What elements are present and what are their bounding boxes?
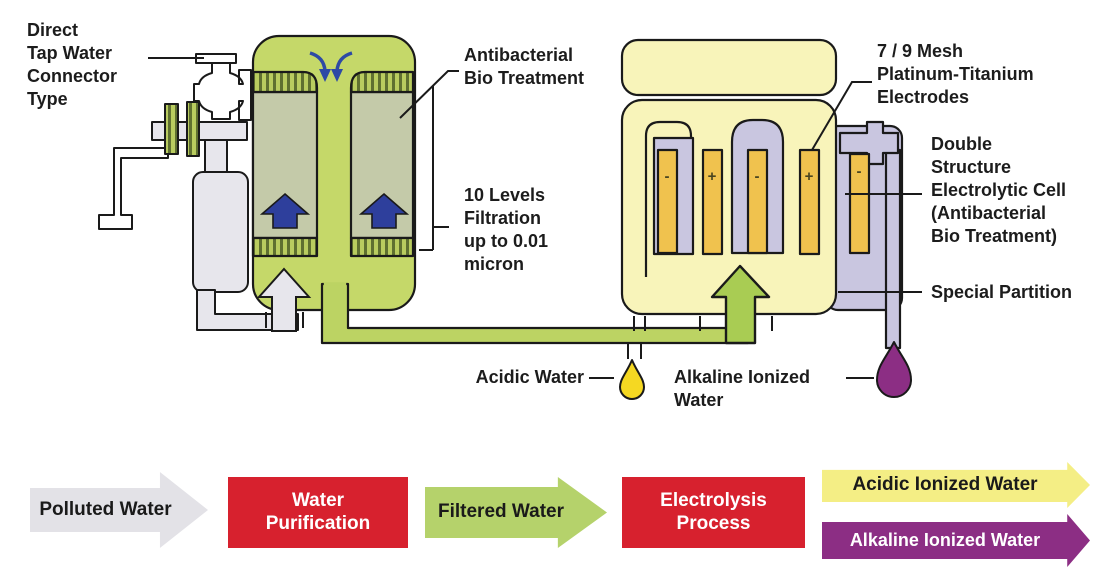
flow-step-water-purification: Water Purification	[228, 477, 408, 548]
connector-pipe	[204, 139, 228, 175]
bio-treatment-label: Antibacterial Bio Treatment	[464, 45, 585, 88]
alkaline-drop-icon	[876, 341, 912, 398]
pre-filter-tank	[192, 171, 249, 293]
leader-bio-treatment	[399, 70, 459, 119]
tap-connector-label: Direct Tap Water Connector Type	[27, 20, 117, 109]
flow-step-acidic-ionized: Acidic Ionized Water	[822, 462, 1090, 508]
filter-band-top-left	[251, 70, 319, 94]
ionizer-illustration: - + - + -	[98, 34, 922, 400]
inflow-curve-arrow-icon	[309, 51, 327, 72]
flow-step-electrolysis: Electrolysis Process	[622, 477, 805, 548]
acidic-water-label: Acidic Water	[475, 367, 584, 387]
filtration-label: 10 Levels Filtration up to 0.01 micron	[464, 185, 549, 274]
filtered-inlet-arrow	[256, 267, 312, 332]
electrode-bar	[701, 148, 724, 256]
flow-step-filtered-water: Filtered Water	[425, 477, 607, 548]
faucet-icon	[193, 62, 252, 121]
special-partition-label: Special Partition	[931, 282, 1073, 302]
cell-bottom-ticks	[633, 316, 773, 331]
alkaline-water-label: Alkaline Ionized Water	[674, 367, 811, 410]
filter-tank-group	[251, 34, 750, 345]
flow-step-label: Water Purification	[265, 490, 371, 534]
alkaline-outlet-pipe	[884, 148, 902, 350]
flow-step-alkaline-ionized: Alkaline Ionized Water	[822, 514, 1090, 567]
flow-step-label: Polluted Water	[39, 498, 172, 520]
inflow-curve-arrowhead	[331, 69, 343, 82]
electrode-sign: +	[805, 168, 814, 185]
electrolytic-cell-label: Double Structure Electrolytic Cell (Anti…	[931, 134, 1067, 246]
electrolytic-cell-group	[619, 38, 912, 400]
electrode-sign: -	[857, 163, 862, 180]
electrode-sign: +	[708, 168, 717, 185]
flow-step-label: Acidic Ionized Water	[852, 473, 1038, 495]
electrode-sign: -	[755, 168, 760, 185]
tap-plumbing-group	[98, 53, 299, 331]
electrode-tube-outline	[644, 120, 693, 277]
flow-step-label: Alkaline Ionized Water	[849, 529, 1041, 550]
threaded-fitting	[164, 103, 179, 155]
flow-step-polluted-water: Polluted Water	[30, 472, 208, 548]
up-arrow-icon	[259, 192, 311, 229]
electrode-bar	[848, 152, 871, 255]
flow-step-label: Electrolysis Process	[660, 490, 767, 534]
tank-bottom-ticks	[265, 312, 304, 328]
filter-arrows-group	[256, 51, 410, 332]
filter-band-bottom-left	[251, 236, 319, 258]
filter-band-top-right	[349, 70, 415, 94]
electrode-bar	[746, 148, 769, 255]
acidic-outlet-ticks	[627, 343, 642, 359]
electrolysis-inlet-arrow	[710, 264, 771, 345]
flow-step-label: Filtered Water	[438, 501, 564, 523]
bracket-filtration	[419, 86, 449, 251]
inflow-curve-arrowhead	[319, 69, 331, 82]
inflow-curve-arrow-icon	[335, 51, 353, 72]
up-arrow-icon	[358, 192, 410, 229]
mesh-electrodes-label: 7 / 9 Mesh Platinum-Titanium Electrodes	[877, 41, 1034, 107]
filter-band-bottom-right	[349, 236, 415, 258]
electrode-bar	[798, 148, 821, 256]
threaded-fitting	[186, 101, 200, 157]
acidic-drop-icon	[619, 359, 645, 400]
leader-mesh-electrodes	[811, 81, 872, 151]
drain-pipe	[98, 147, 169, 230]
faucet-handle	[195, 53, 237, 64]
electrode-sign: -	[665, 168, 670, 185]
electrode-bar	[656, 148, 679, 255]
leader-lines	[148, 57, 922, 379]
electrode-signs: - + - + -	[665, 163, 862, 185]
cell-top-cap	[620, 38, 838, 97]
